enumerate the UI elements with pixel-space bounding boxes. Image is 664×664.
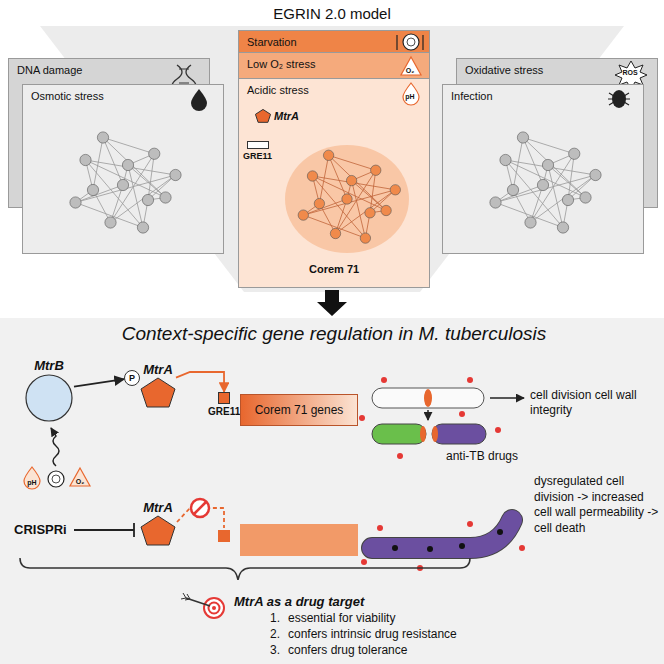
regulator-pentagon [255, 109, 271, 123]
signal-connector [176, 372, 224, 392]
annotation-text: confers intrinsic drug resistance [288, 627, 457, 641]
annotation-text: O₂ [76, 478, 85, 485]
stress-condition-card: Osmotic stress [22, 84, 224, 254]
annotation-text: O₂ [406, 67, 415, 74]
annotation-text: pH [27, 479, 36, 486]
annotation-text: CRISPRi [14, 522, 67, 537]
drug-dots [359, 377, 525, 571]
target-brace [20, 558, 470, 618]
annotation-text: MtrA as a drug target [234, 594, 364, 609]
module-label: Corem 71 [309, 263, 359, 275]
crispri-inhibition [74, 499, 358, 556]
motif-shape [219, 393, 230, 404]
pentagon-shape [141, 378, 175, 407]
pentagon-shape [255, 109, 270, 122]
node-text: Starvation [239, 31, 429, 53]
phosphate-circle: P [124, 370, 140, 386]
pentagon-shape [141, 516, 175, 545]
annotation-text: 2. [270, 627, 280, 641]
annotation-text: essential for viability [288, 611, 395, 625]
stress-condition-card: Infection [442, 84, 644, 254]
annotation-text: confers drug tolerance [288, 643, 407, 657]
node-text: DNA damage [9, 59, 209, 81]
node-text: Corem 71 [309, 263, 359, 275]
annotation-text: 1. [270, 611, 280, 625]
node-text: MtrA [143, 500, 173, 515]
node-text: Context-specific gene regulation in M. t… [0, 318, 664, 345]
annotation-text: anti-TB drugs [446, 449, 518, 463]
regulator-pentagon [140, 515, 176, 546]
node-text: GRE11 [208, 406, 240, 417]
binding-motif: GRE11 [208, 392, 240, 417]
binding-motif: GRE11 [243, 141, 272, 161]
cell-division-art [372, 388, 524, 444]
node-text: Osmotic stress [23, 85, 223, 107]
annotation-text: dysregulated cell division -> increased … [534, 474, 660, 536]
node-text: MtrA [143, 362, 173, 377]
stress-condition-card: Acidic stressMtrA GRE11Corem 71 [238, 78, 430, 288]
annotation-text: ROS [622, 69, 637, 76]
bottom-panel-ground [0, 318, 664, 664]
motif-box [218, 392, 230, 404]
node-text: MtrA [274, 110, 299, 122]
motif-shape [247, 142, 268, 149]
annotation-text: 3. [270, 643, 280, 657]
node-text: Acidic stress [239, 79, 429, 101]
node-text: Infection [443, 85, 643, 107]
down-arrow [317, 290, 347, 316]
regulator-node: MtrA [140, 362, 176, 408]
regulator-node: MtrA [140, 500, 176, 546]
condition-network [23, 85, 223, 255]
regulator-pentagon [140, 377, 176, 408]
node-text: MtrB [34, 358, 64, 373]
gene-module-bar: Corem 71 genes [240, 394, 358, 426]
node-text: Corem 71 genes [249, 403, 350, 417]
node-text: P [129, 374, 135, 383]
node-text: GRE11 [243, 151, 272, 161]
diagram-title: EGRIN 2.0 model [0, 5, 664, 22]
regulator-node: MtrA [255, 109, 299, 123]
signal-connector [74, 379, 124, 387]
kinase-circle [24, 373, 74, 423]
condition-network [239, 79, 429, 289]
motif-box [247, 141, 269, 149]
permeable-cell-art [372, 520, 512, 552]
node-text: Low O₂ stress [239, 53, 429, 75]
annotation-text: cell division cell wall integrity [530, 388, 658, 418]
kinase-shape [26, 375, 72, 421]
condition-network [443, 85, 643, 255]
annotation-text: pH [405, 93, 414, 100]
sensor-kinase: MtrB [24, 358, 74, 423]
stress-icons [24, 428, 90, 489]
